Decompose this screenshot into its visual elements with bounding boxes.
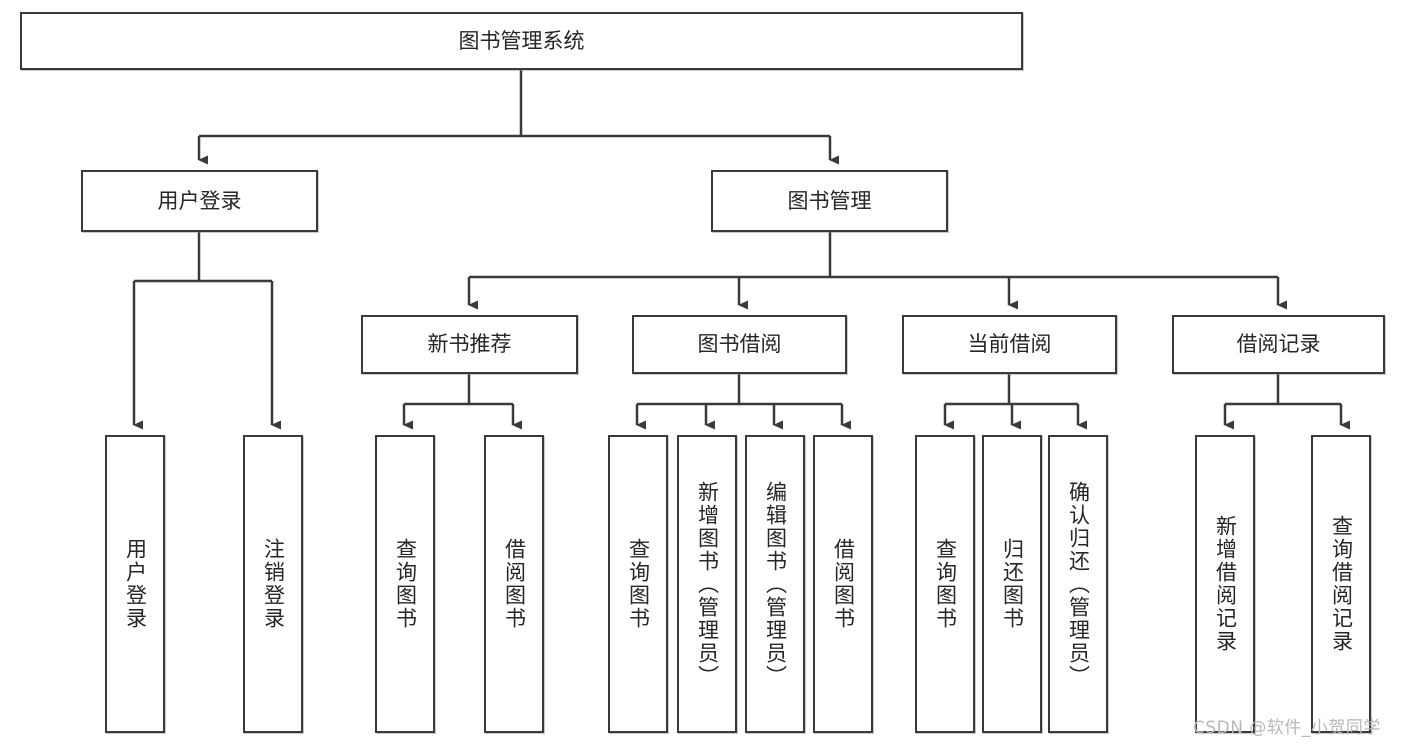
node-label: 查询图书 — [626, 538, 651, 630]
node-label: 查询借阅记录 — [1329, 515, 1354, 653]
leaf-current-confirm-return-admin[interactable]: 确认归还（管理员） — [1048, 435, 1108, 733]
node-current-borrow[interactable]: 当前借阅 — [902, 315, 1117, 374]
leaf-records-query-record[interactable]: 查询借阅记录 — [1311, 435, 1371, 733]
node-label: 新增图书（管理员） — [695, 480, 720, 688]
node-label: 新增借阅记录 — [1213, 515, 1238, 653]
node-label: 图书管理系统 — [458, 28, 585, 53]
leaf-recommend-query-book[interactable]: 查询图书 — [375, 435, 435, 733]
node-label: 当前借阅 — [967, 332, 1052, 357]
node-label: 确认归还（管理员） — [1066, 480, 1091, 688]
watermark-text: CSDN @软件_小贺同学 — [1193, 718, 1381, 738]
leaf-user-login-do-login[interactable]: 用户登录 — [105, 435, 165, 733]
node-label: 借阅图书 — [831, 538, 856, 630]
node-label: 查询图书 — [393, 538, 418, 630]
node-user-login[interactable]: 用户登录 — [81, 170, 318, 232]
node-label: 归还图书 — [1000, 538, 1025, 630]
node-label: 新书推荐 — [427, 332, 512, 357]
node-label: 用户登录 — [123, 538, 148, 630]
node-label: 借阅图书 — [502, 538, 527, 630]
leaf-user-login-logout[interactable]: 注销登录 — [243, 435, 303, 733]
node-label: 编辑图书（管理员） — [763, 480, 788, 688]
node-label: 用户登录 — [157, 188, 242, 213]
leaf-borrow-borrow-book[interactable]: 借阅图书 — [813, 435, 873, 733]
leaf-current-query-book[interactable]: 查询图书 — [915, 435, 975, 733]
leaf-borrow-add-book-admin[interactable]: 新增图书（管理员） — [677, 435, 737, 733]
node-root-system[interactable]: 图书管理系统 — [20, 12, 1023, 70]
node-label: 图书管理 — [787, 188, 872, 213]
node-new-book-recommend[interactable]: 新书推荐 — [361, 315, 578, 374]
node-borrow-records[interactable]: 借阅记录 — [1172, 315, 1385, 374]
leaf-recommend-borrow-book[interactable]: 借阅图书 — [484, 435, 544, 733]
leaf-records-add-record[interactable]: 新增借阅记录 — [1195, 435, 1255, 733]
node-book-borrow[interactable]: 图书借阅 — [632, 315, 847, 374]
node-label: 借阅记录 — [1236, 332, 1321, 357]
node-label: 图书借阅 — [697, 332, 782, 357]
leaf-current-return-book[interactable]: 归还图书 — [982, 435, 1042, 733]
leaf-borrow-edit-book-admin[interactable]: 编辑图书（管理员） — [745, 435, 805, 733]
node-book-management[interactable]: 图书管理 — [711, 170, 948, 232]
node-label: 注销登录 — [261, 538, 286, 630]
leaf-borrow-query-book[interactable]: 查询图书 — [608, 435, 668, 733]
node-label: 查询图书 — [933, 538, 958, 630]
